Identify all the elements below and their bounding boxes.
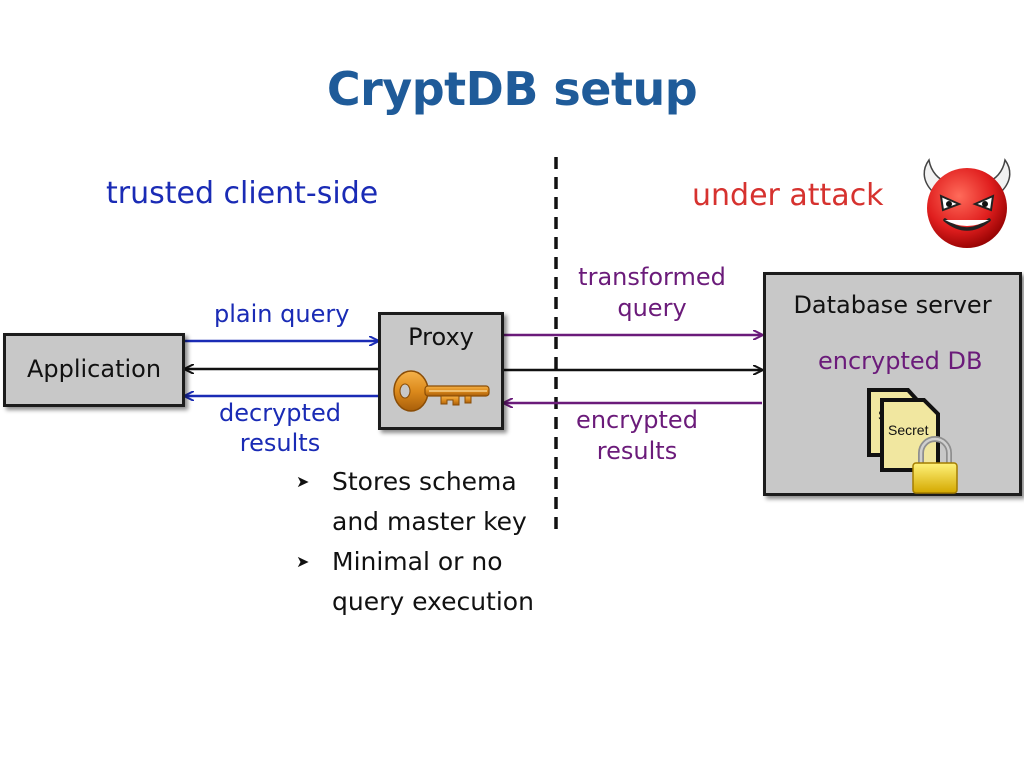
arrow-bullet-icon: ➤	[296, 552, 310, 571]
proxy-features-list: ➤ Stores schema and master key ➤ Minimal…	[296, 462, 562, 622]
secret-document-front: Secret	[880, 398, 940, 472]
encrypted-results-line1: encrypted	[576, 406, 698, 434]
proxy-label: Proxy	[408, 323, 474, 351]
encrypted-results-label: encrypted results	[562, 405, 712, 467]
transformed-query-label: transformed query	[562, 262, 742, 324]
encrypted-db-label: encrypted DB	[818, 347, 983, 375]
encrypted-results-line2: results	[596, 437, 678, 465]
arrow-bullet-icon: ➤	[296, 472, 310, 491]
devil-icon	[923, 158, 1011, 248]
transformed-query-line1: transformed	[578, 263, 726, 291]
decrypted-results-line1: decrypted	[219, 399, 341, 427]
bullet-text-2: Minimal or no query execution	[332, 547, 534, 616]
decrypted-results-line2: results	[239, 429, 321, 457]
key-icon	[393, 370, 490, 412]
bullet-text-1: Stores schema and master key	[332, 467, 527, 536]
lock-icon	[912, 436, 958, 494]
database-server-label: Database server	[793, 291, 992, 319]
plain-query-label: plain query	[214, 300, 350, 328]
application-label: Application	[26, 355, 162, 383]
database-server-box: Database server encrypted DB S Secret	[763, 272, 1022, 496]
under-attack-label: under attack	[692, 178, 884, 213]
application-box: Application	[3, 333, 185, 407]
secret-text: Secret	[888, 422, 929, 438]
encrypted-documents: S Secret	[867, 388, 958, 494]
trusted-client-label: trusted client-side	[106, 176, 379, 211]
proxy-box: Proxy	[378, 312, 504, 430]
page-title: CryptDB setup	[326, 62, 698, 116]
transformed-query-line2: query	[617, 294, 687, 322]
decrypted-results-label: decrypted results	[205, 398, 355, 458]
list-item: ➤ Minimal or no query execution	[296, 542, 562, 622]
list-item: ➤ Stores schema and master key	[296, 462, 562, 542]
